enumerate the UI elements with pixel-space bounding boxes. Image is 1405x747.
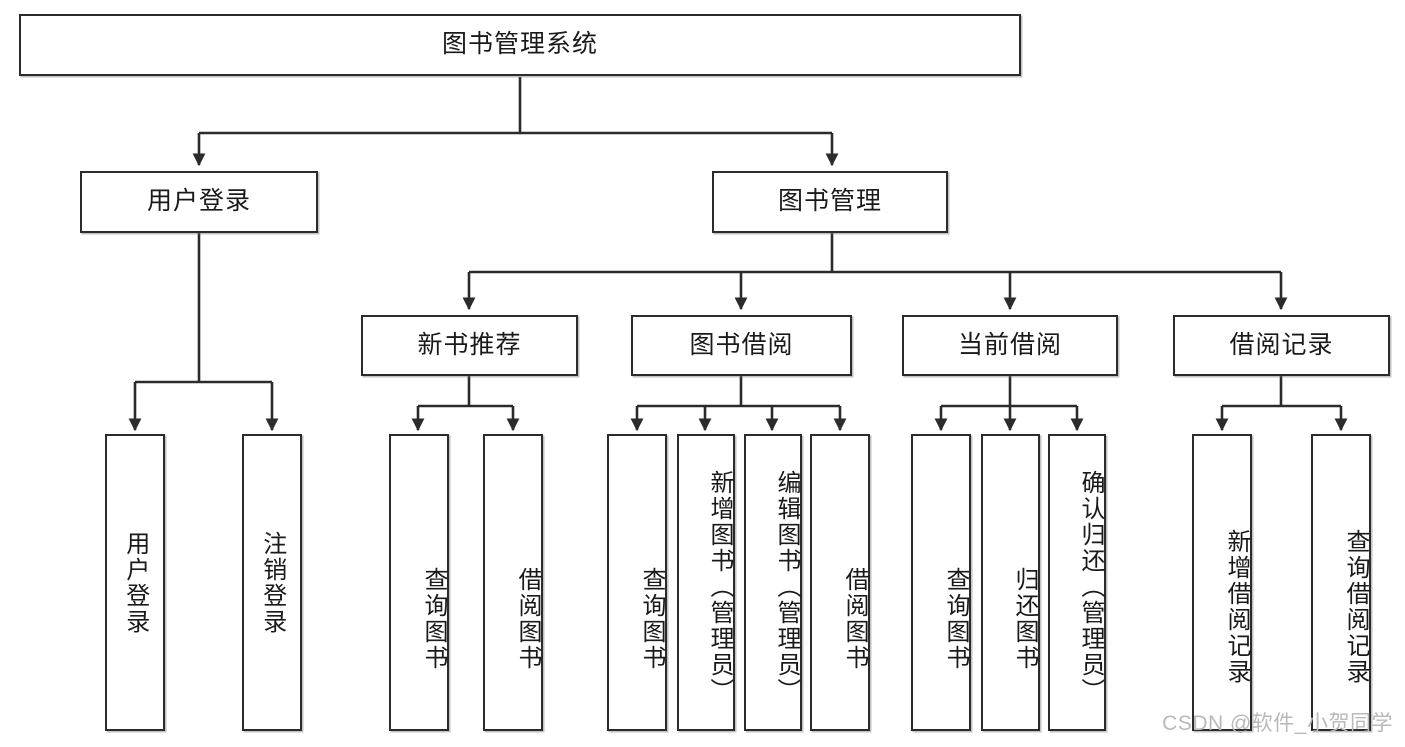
node-borrow-record[interactable]: 借阅记录 — [1173, 315, 1390, 376]
node-root-label: 图书管理系统 — [441, 30, 598, 59]
node-book-manage[interactable]: 图书管理 — [712, 171, 948, 233]
leaf-add-book-label: 新增图书（管理员） — [706, 469, 733, 704]
node-user-login-label: 用户登录 — [146, 187, 251, 216]
leaf-query-book-1[interactable]: 查询图书 — [389, 434, 449, 731]
leaf-return-book-label: 归还图书 — [1011, 566, 1038, 671]
leaf-borrow-book-2-label: 借阅图书 — [841, 566, 868, 671]
leaf-query-book-1-label: 查询图书 — [420, 566, 447, 671]
leaf-logout[interactable]: 注销登录 — [242, 434, 302, 731]
leaf-add-record[interactable]: 新增借阅记录 — [1192, 434, 1252, 731]
node-current-borrow[interactable]: 当前借阅 — [902, 315, 1118, 376]
node-current-borrow-label: 当前借阅 — [957, 330, 1062, 359]
node-new-book-rec-label: 新书推荐 — [417, 330, 522, 359]
node-book-borrow-label: 图书借阅 — [689, 330, 794, 359]
leaf-confirm-return-label: 确认归还（管理员） — [1077, 469, 1104, 704]
leaf-logout-label: 注销登录 — [258, 530, 286, 635]
leaf-edit-book-label: 编辑图书（管理员） — [773, 469, 800, 704]
leaf-query-book-2[interactable]: 查询图书 — [607, 434, 667, 731]
leaf-add-book[interactable]: 新增图书（管理员） — [677, 434, 735, 731]
node-book-borrow[interactable]: 图书借阅 — [631, 315, 852, 376]
watermark: CSDN @软件_小贺同学 — [1162, 712, 1393, 735]
leaf-user-login-label: 用户登录 — [121, 530, 149, 635]
node-user-login[interactable]: 用户登录 — [80, 171, 318, 233]
node-new-book-rec[interactable]: 新书推荐 — [361, 315, 578, 376]
leaf-query-book-3[interactable]: 查询图书 — [911, 434, 971, 731]
leaf-borrow-book-2[interactable]: 借阅图书 — [810, 434, 870, 731]
leaf-return-book[interactable]: 归还图书 — [981, 434, 1040, 731]
leaf-confirm-return[interactable]: 确认归还（管理员） — [1048, 434, 1106, 731]
leaf-borrow-book-1-label: 借阅图书 — [514, 566, 541, 671]
leaf-query-record-label: 查询借阅记录 — [1342, 528, 1369, 685]
node-book-manage-label: 图书管理 — [777, 187, 882, 216]
leaf-query-book-2-label: 查询图书 — [638, 566, 665, 671]
node-root[interactable]: 图书管理系统 — [19, 14, 1021, 76]
leaf-edit-book[interactable]: 编辑图书（管理员） — [744, 434, 802, 731]
node-borrow-record-label: 借阅记录 — [1229, 330, 1334, 359]
leaf-user-login[interactable]: 用户登录 — [105, 434, 165, 731]
leaf-query-record[interactable]: 查询借阅记录 — [1311, 434, 1371, 731]
leaf-add-record-label: 新增借阅记录 — [1223, 528, 1250, 685]
leaf-query-book-3-label: 查询图书 — [942, 566, 969, 671]
leaf-borrow-book-1[interactable]: 借阅图书 — [483, 434, 543, 731]
